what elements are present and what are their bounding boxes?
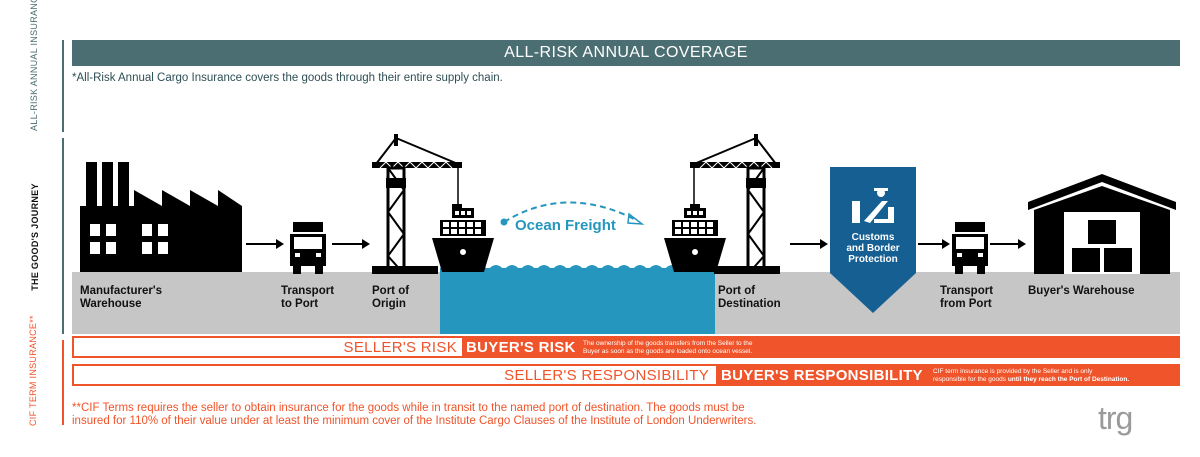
customs-badge-icon — [830, 167, 916, 313]
risk-row: SELLER'S RISK BUYER'S RISK The ownership… — [72, 336, 1180, 358]
truck-icon — [290, 222, 326, 274]
ocean-water — [440, 268, 715, 334]
annual-coverage-banner: ALL-RISK ANNUAL COVERAGE — [72, 40, 1180, 66]
buyer-responsibility-label: BUYER'S RESPONSIBILITY — [721, 367, 923, 384]
stop-label-buyers-warehouse: Buyer's Warehouse — [1028, 285, 1135, 297]
cif-responsibility-note: CIF term insurance is provided by the Se… — [933, 368, 1130, 383]
trg-logo: trg — [1098, 400, 1133, 436]
warehouse-icon — [1028, 174, 1176, 274]
arrow-right-icon — [332, 239, 370, 249]
arrow-right-icon — [918, 239, 950, 249]
cif-terms-note: **CIF Terms requires the seller to obtai… — [72, 402, 757, 427]
seller-responsibility-segment — [74, 366, 716, 384]
truck-icon — [952, 222, 988, 274]
ship-icon — [432, 208, 494, 272]
risk-transfer-note: The ownership of the goods transfers fro… — [583, 340, 753, 355]
seller-risk-segment — [74, 338, 462, 356]
arrow-right-icon — [246, 239, 284, 249]
seller-risk-label: SELLER'S RISK — [343, 339, 457, 356]
annual-side-label: ALL-RISK ANNUAL INSURANCE* — [29, 0, 39, 131]
crane-icon — [372, 134, 462, 274]
ocean-route-arrow-icon — [500, 201, 645, 226]
arrow-right-icon — [990, 239, 1026, 249]
journey-side-label: THE GOOD'S JOURNEY — [30, 183, 40, 291]
crane-icon — [690, 134, 780, 274]
factory-icon — [80, 162, 242, 272]
annual-coverage-note: *All-Risk Annual Cargo Insurance covers … — [72, 72, 503, 84]
ocean-freight-label: Ocean Freight — [515, 217, 616, 234]
cif-side-label: CIF TERM INSURANCE** — [28, 315, 38, 426]
annual-bracket — [62, 40, 70, 132]
ship-icon — [664, 208, 726, 272]
arrow-right-icon — [790, 239, 828, 249]
seller-responsibility-label: SELLER'S RESPONSIBILITY — [504, 367, 709, 384]
cif-bracket — [62, 340, 70, 425]
journey-bracket — [62, 138, 70, 334]
buyer-risk-label: BUYER'S RISK — [466, 339, 576, 356]
responsibility-row: SELLER'S RESPONSIBILITY BUYER'S RESPONSI… — [72, 364, 1180, 386]
wave-icon — [440, 265, 715, 274]
customs-label: Customs and Border Protection — [846, 232, 900, 265]
